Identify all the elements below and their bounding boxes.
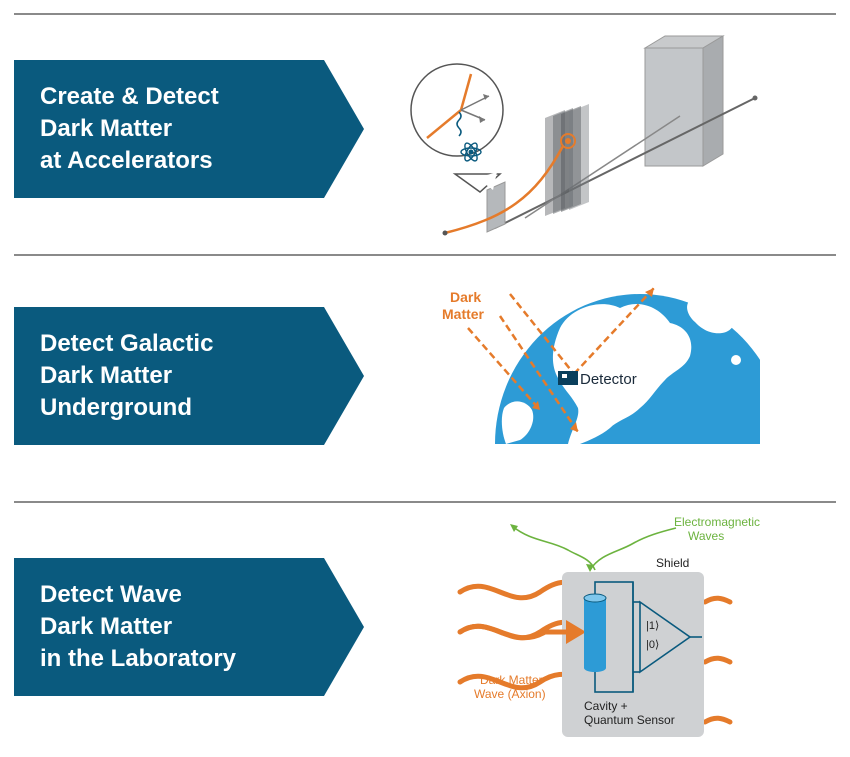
banner-line: Dark Matter: [40, 613, 173, 640]
divider-middle-2: [14, 501, 836, 503]
accelerator-illustration: [410, 35, 758, 236]
detector-label: Detector: [580, 371, 637, 388]
ket-zero-label: |0⟩: [646, 639, 659, 651]
banner-line: Create & Detect: [40, 83, 219, 110]
banner-accelerators: Create & Detect Dark Matter at Accelerat…: [14, 60, 364, 198]
banner-line: Dark Matter: [40, 115, 173, 142]
banner-line: Detect Wave: [40, 581, 182, 608]
divider-middle-1: [14, 254, 836, 256]
banner-underground-text: Detect Galactic Dark Matter Underground: [40, 307, 340, 445]
banner-line: Dark Matter: [40, 362, 173, 389]
dark-matter-label-line1: Dark: [450, 289, 481, 305]
em-waves-label-line2: Waves: [688, 529, 724, 543]
ket-one-label: |1⟩: [646, 620, 659, 632]
dark-matter-label-line2: Matter: [442, 306, 485, 322]
banner-line: Underground: [40, 394, 192, 421]
banner-line: at Accelerators: [40, 147, 213, 174]
shield-label: Shield: [656, 556, 689, 570]
banner-laboratory: Detect Wave Dark Matter in the Laborator…: [14, 558, 364, 696]
banner-line: Detect Galactic: [40, 330, 214, 357]
banner-line: in the Laboratory: [40, 645, 237, 672]
laboratory-illustration: |1⟩ |0⟩ Electromagnetic Waves Shield Dar…: [457, 515, 760, 737]
sensor-label-line1: Cavity +: [584, 699, 628, 713]
axion-label-line2: Wave (Axion): [474, 687, 546, 701]
earth-illustration: Dark Matter Detector: [442, 287, 760, 444]
axion-label-line1: Dark Matter: [480, 673, 543, 687]
divider-top: [14, 13, 836, 15]
banner-laboratory-text: Detect Wave Dark Matter in the Laborator…: [40, 558, 340, 696]
em-waves-label-line1: Electromagnetic: [674, 515, 760, 529]
banner-accelerators-text: Create & Detect Dark Matter at Accelerat…: [40, 60, 340, 198]
sensor-label-line2: Quantum Sensor: [584, 713, 675, 727]
banner-underground: Detect Galactic Dark Matter Underground: [14, 307, 364, 445]
detector-icon: [558, 371, 578, 385]
